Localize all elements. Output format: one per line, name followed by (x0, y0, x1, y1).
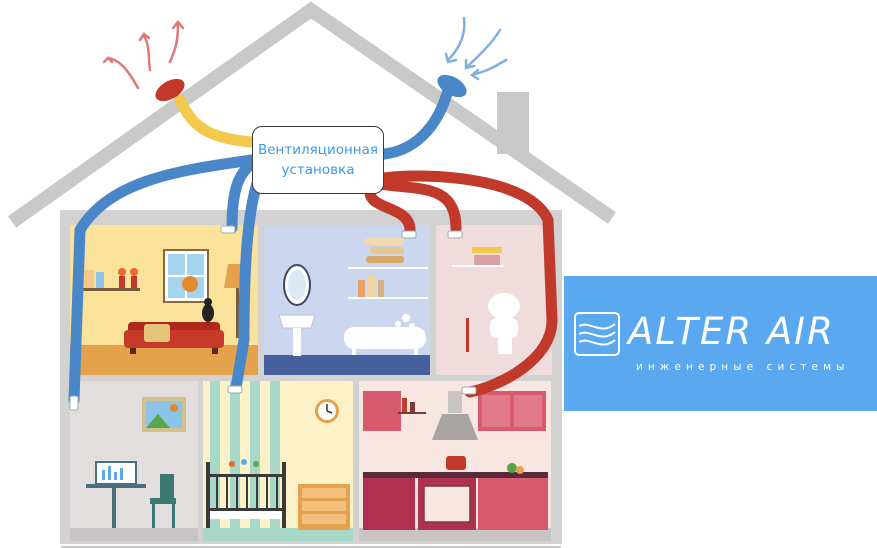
brand-tagline: инженерные системы (636, 361, 850, 373)
toilet-room (436, 225, 552, 375)
exhaust-arrows-icon (102, 20, 185, 90)
kitchen (359, 381, 551, 541)
house-roof (7, 1, 616, 228)
room-vents (69, 225, 477, 411)
brand-name: ALTER AIR (628, 310, 835, 353)
window-icon (163, 249, 209, 303)
ventilation-unit-line2: установка (281, 162, 355, 178)
bathroom (264, 225, 430, 375)
brand-banner: ALTER AIR инженерные системы (564, 276, 877, 411)
wall-clock-icon (315, 399, 339, 423)
study-room (70, 381, 198, 541)
exhaust-terminal (155, 78, 185, 102)
living-room (70, 225, 258, 375)
ventilation-unit-line1: Вентиляционная (257, 142, 379, 158)
brand-logo-icon (574, 312, 620, 356)
air-intake-arrows-icon (444, 16, 508, 81)
intake-terminal (437, 74, 467, 98)
nursery (203, 381, 353, 541)
ventilation-unit-label: Вентиляционная установка (252, 126, 384, 194)
